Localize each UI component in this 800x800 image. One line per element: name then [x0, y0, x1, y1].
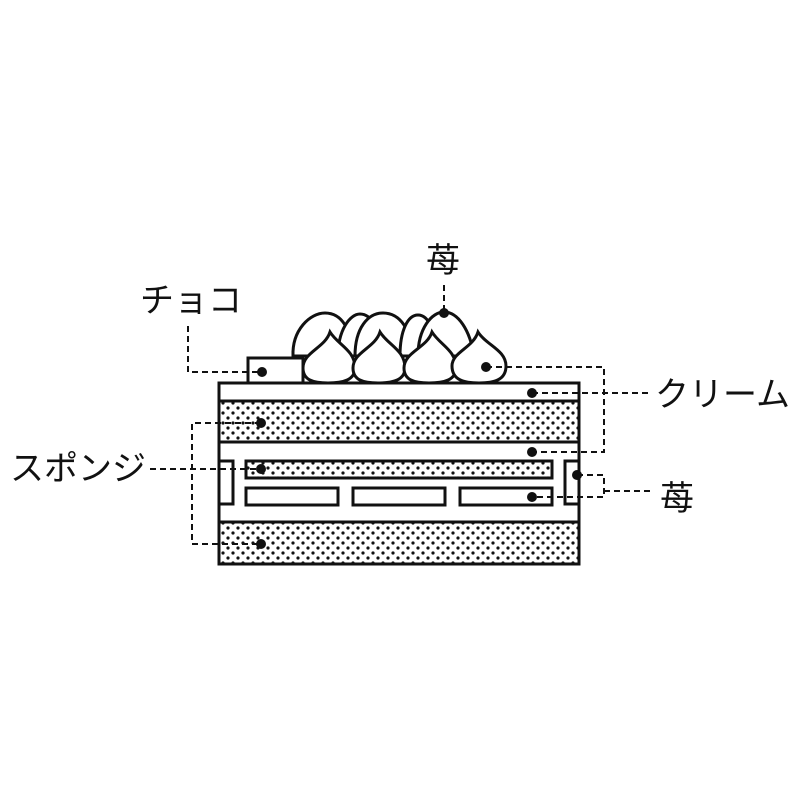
sponge-bottom-layer [217, 520, 581, 566]
label-strawberry-side: 苺 [660, 479, 694, 519]
cream-top-layer [217, 381, 581, 403]
chocolate-plate [246, 356, 305, 385]
label-chocolate: チョコ [140, 281, 242, 321]
label-strawberry-top: 苺 [426, 241, 460, 281]
strawberry-slice [351, 486, 447, 507]
leader-lines [150, 285, 650, 545]
strawberry-side-left [217, 459, 235, 506]
sponge-middle-layer [244, 459, 554, 480]
strawberries-front [301, 328, 508, 385]
sponge-top-layer [217, 399, 581, 444]
leader-dots [256, 308, 582, 549]
label-sponge: スポンジ [10, 449, 146, 489]
label-cream: クリーム [655, 375, 790, 415]
strawberry-slice [244, 486, 340, 507]
